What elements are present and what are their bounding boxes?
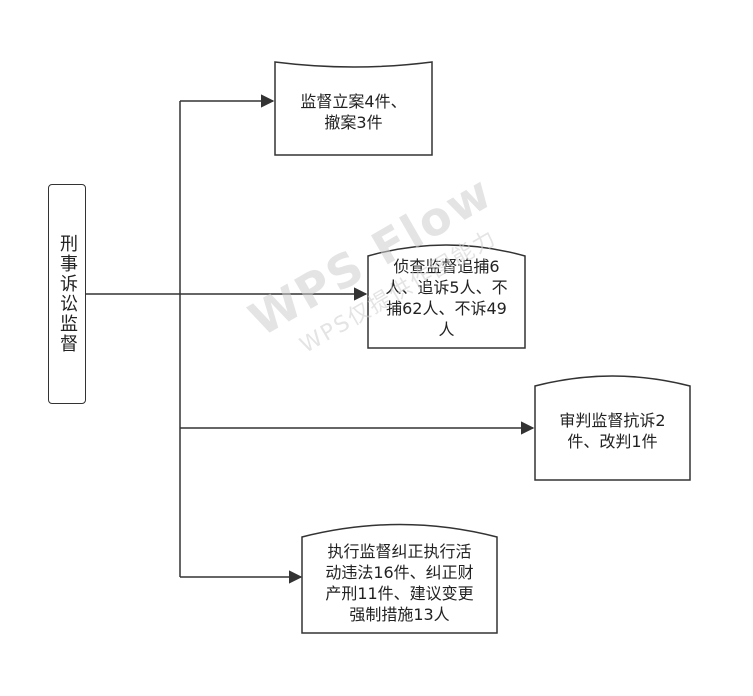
investigation-node-shape[interactable] xyxy=(367,244,526,349)
connectors xyxy=(86,94,535,584)
root-node-criminal-litigation-supervision[interactable]: 刑事诉讼监督 xyxy=(48,184,86,404)
execution-node-text: 执行监督纠正执行活 动违法16件、纠正财 产刑11件、建议变更 强制措施13人 xyxy=(325,542,474,624)
trial-node-text: 审判监督抗诉2 件、改判1件 xyxy=(559,411,666,451)
root-node-label: 刑事诉讼监督 xyxy=(57,234,78,354)
filing-node-text: 监督立案4件、 撤案3件 xyxy=(300,92,407,132)
investigation-node-text: 侦查监督追捕6 人、追诉5人、不 捕62人、不诉49 人 xyxy=(385,257,508,339)
filing-node-shape[interactable] xyxy=(274,61,433,156)
execution-node-shape[interactable] xyxy=(301,523,498,634)
trial-node-shape[interactable] xyxy=(534,375,691,481)
